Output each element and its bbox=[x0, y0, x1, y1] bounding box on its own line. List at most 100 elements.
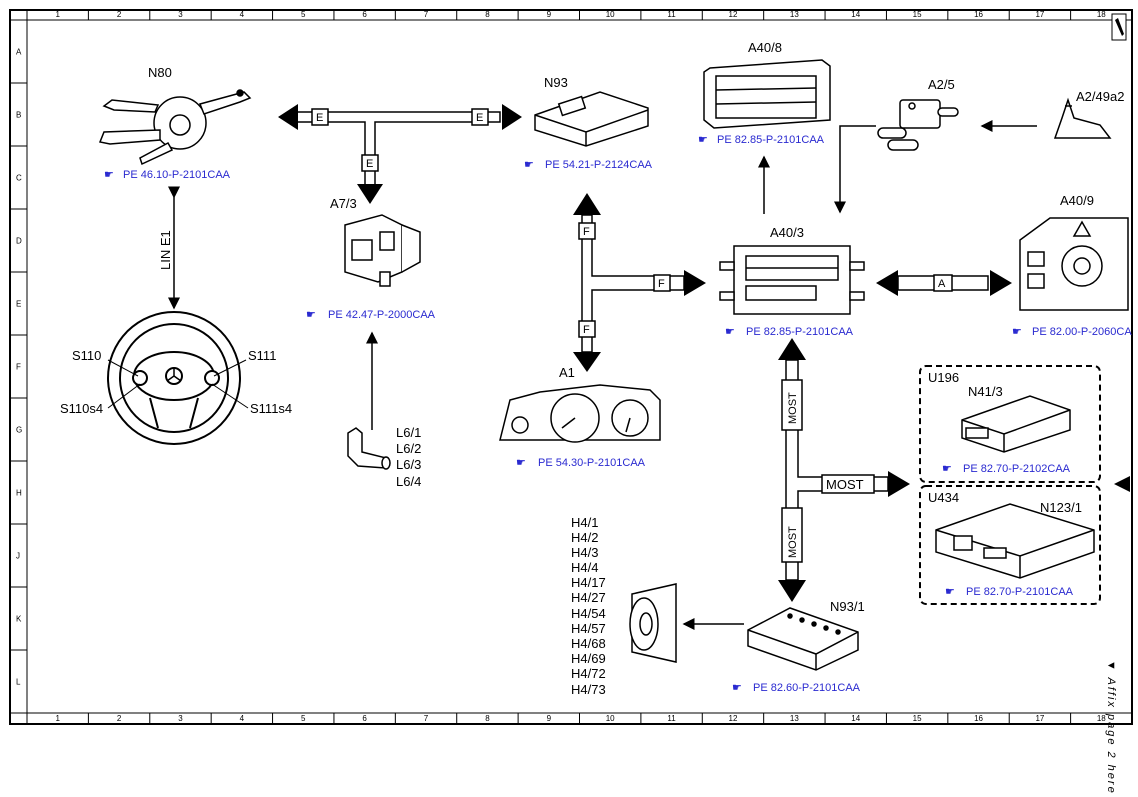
grid-row-label: F bbox=[16, 363, 21, 372]
a1-cluster-icon bbox=[499, 384, 661, 443]
grid-column-ticks: 1122334455667788991010111112121313141415… bbox=[55, 10, 1106, 724]
grid-column-label: 7 bbox=[424, 714, 429, 723]
reference-hand-icon: ☛ bbox=[104, 169, 114, 181]
s111-label: S111 bbox=[248, 348, 276, 363]
svg-text:H4/27: H4/27 bbox=[571, 590, 606, 605]
svg-text:PE 42.47-P-2000CAA: PE 42.47-P-2000CAA bbox=[328, 309, 436, 321]
grid-row-label: G bbox=[16, 426, 22, 435]
n80-label: N80 bbox=[148, 65, 172, 80]
n123-1-ref[interactable]: ☛ PE 82.70-P-2101CAA bbox=[945, 586, 1074, 598]
n123-1-label: N123/1 bbox=[1040, 500, 1082, 515]
n93-1-ref[interactable]: ☛ PE 82.60-P-2101CAA bbox=[732, 682, 861, 694]
u434-label: U434 bbox=[928, 490, 959, 505]
grid-column-label: 17 bbox=[1035, 714, 1044, 723]
n80-switch-icon bbox=[98, 89, 252, 166]
svg-text:PE 54.30-P-2101CAA: PE 54.30-P-2101CAA bbox=[538, 457, 646, 469]
grid-column-label: 2 bbox=[117, 10, 122, 19]
grid-column-label: 10 bbox=[606, 10, 615, 19]
grid-column-label: 6 bbox=[362, 714, 367, 723]
u196-label: U196 bbox=[928, 370, 959, 385]
grid-column-label: 11 bbox=[667, 714, 676, 723]
reference-hand-icon: ☛ bbox=[732, 682, 742, 694]
svg-text:PE 82.60-P-2101CAA: PE 82.60-P-2101CAA bbox=[753, 682, 861, 694]
reference-hand-icon: ☛ bbox=[524, 159, 534, 171]
lin-e1-label: LIN E1 bbox=[158, 230, 173, 270]
grid-column-label: 4 bbox=[240, 714, 245, 723]
grid-column-label: 10 bbox=[606, 714, 615, 723]
e-bus-label: E bbox=[476, 112, 483, 124]
grid-column-label: 14 bbox=[851, 714, 860, 723]
grid-column-label: 1 bbox=[55, 10, 60, 19]
a-bus bbox=[876, 270, 1012, 296]
a1-ref[interactable]: ☛ PE 54.30-P-2101CAA bbox=[516, 457, 646, 469]
svg-text:H4/17: H4/17 bbox=[571, 575, 606, 590]
reference-hand-icon: ☛ bbox=[698, 134, 708, 146]
svg-text:PE 82.85-P-2101CAA: PE 82.85-P-2101CAA bbox=[746, 326, 854, 338]
a40-8-ref[interactable]: ☛ PE 82.85-P-2101CAA bbox=[698, 134, 825, 146]
grid-column-label: 4 bbox=[240, 10, 245, 19]
grid-row-label: C bbox=[16, 174, 22, 183]
f-bus-label: F bbox=[658, 278, 665, 290]
f-bus-label: F bbox=[583, 324, 590, 336]
grid-column-label: 15 bbox=[913, 714, 922, 723]
grid-row-label: A bbox=[16, 48, 22, 57]
svg-text:L6/2: L6/2 bbox=[396, 441, 421, 456]
grid-row-label: H bbox=[16, 489, 22, 498]
grid-column-label: 16 bbox=[974, 10, 983, 19]
n80-ref[interactable]: ☛ PE 46.10-P-2101CAA bbox=[104, 169, 231, 181]
svg-text:H4/68: H4/68 bbox=[571, 636, 606, 651]
e-bus-label: E bbox=[316, 112, 323, 124]
most-bus-label: MOST bbox=[826, 477, 864, 492]
svg-text:PE 82.70-P-2101CAA: PE 82.70-P-2101CAA bbox=[966, 586, 1074, 598]
svg-text:PE 82.85-P-2101CAA: PE 82.85-P-2101CAA bbox=[717, 134, 825, 146]
grid-column-label: 8 bbox=[485, 714, 490, 723]
grid-column-label: 5 bbox=[301, 10, 306, 19]
a40-8-display-icon bbox=[703, 59, 831, 129]
continuation-arrow bbox=[1114, 476, 1130, 492]
l6-list: L6/1 L6/2 L6/3 L6/4 bbox=[396, 425, 421, 489]
grid-row-label: D bbox=[16, 237, 22, 246]
u434-box bbox=[919, 485, 1101, 605]
grid-column-label: 9 bbox=[547, 10, 552, 19]
n41-3-ref[interactable]: ☛ PE 82.70-P-2102CAA bbox=[942, 463, 1071, 475]
s110-label: S110 bbox=[72, 348, 101, 363]
n93-1-amplifier-icon bbox=[747, 607, 859, 671]
svg-text:H4/69: H4/69 bbox=[571, 651, 606, 666]
grid-column-label: 18 bbox=[1097, 714, 1106, 723]
svg-text:PE 82.00-P-2060CA: PE 82.00-P-2060CA bbox=[1032, 326, 1132, 338]
svg-text:H4/73: H4/73 bbox=[571, 682, 606, 697]
svg-text:PE 46.10-P-2101CAA: PE 46.10-P-2101CAA bbox=[123, 169, 231, 181]
svg-text:H4/1: H4/1 bbox=[571, 515, 598, 530]
a2-49a2-label: A2/49a2 bbox=[1076, 89, 1124, 104]
grid-column-label: 6 bbox=[362, 10, 367, 19]
n93-ref[interactable]: ☛ PE 54.21-P-2124CAA bbox=[524, 159, 653, 171]
a7-3-ref[interactable]: ☛ PE 42.47-P-2000CAA bbox=[306, 309, 436, 321]
a-bus-label: A bbox=[938, 278, 946, 290]
grid-column-label: 3 bbox=[178, 10, 183, 19]
a40-3-ref[interactable]: ☛ PE 82.85-P-2101CAA bbox=[725, 326, 854, 338]
grid-row-label: E bbox=[16, 300, 21, 309]
reference-hand-icon: ☛ bbox=[725, 326, 735, 338]
grid-column-label: 16 bbox=[974, 714, 983, 723]
a7-3-label: A7/3 bbox=[330, 196, 357, 211]
n123-1-module-icon bbox=[935, 503, 1095, 579]
grid-column-label: 11 bbox=[667, 10, 676, 19]
most-bus bbox=[778, 338, 910, 602]
e-bus-label: E bbox=[366, 158, 373, 170]
a2-5-label: A2/5 bbox=[928, 77, 955, 92]
speaker-icon bbox=[629, 583, 677, 663]
grid-column-label: 18 bbox=[1097, 10, 1106, 19]
a40-3-headunit-icon bbox=[719, 245, 865, 315]
svg-text:H4/3: H4/3 bbox=[571, 545, 598, 560]
grid-column-label: 15 bbox=[913, 10, 922, 19]
n93-label: N93 bbox=[544, 75, 568, 90]
h4-list: H4/1 H4/2 H4/3 H4/4 H4/17 H4/27 H4/54 H4… bbox=[571, 515, 606, 697]
svg-text:H4/2: H4/2 bbox=[571, 530, 598, 545]
grid-column-label: 14 bbox=[851, 10, 860, 19]
n41-3-module-icon bbox=[961, 395, 1071, 453]
a40-9-ref[interactable]: ☛ PE 82.00-P-2060CA bbox=[1012, 326, 1132, 338]
grid-row-label: B bbox=[16, 111, 21, 120]
f-bus-label: F bbox=[583, 226, 590, 238]
svg-text:H4/4: H4/4 bbox=[571, 560, 598, 575]
